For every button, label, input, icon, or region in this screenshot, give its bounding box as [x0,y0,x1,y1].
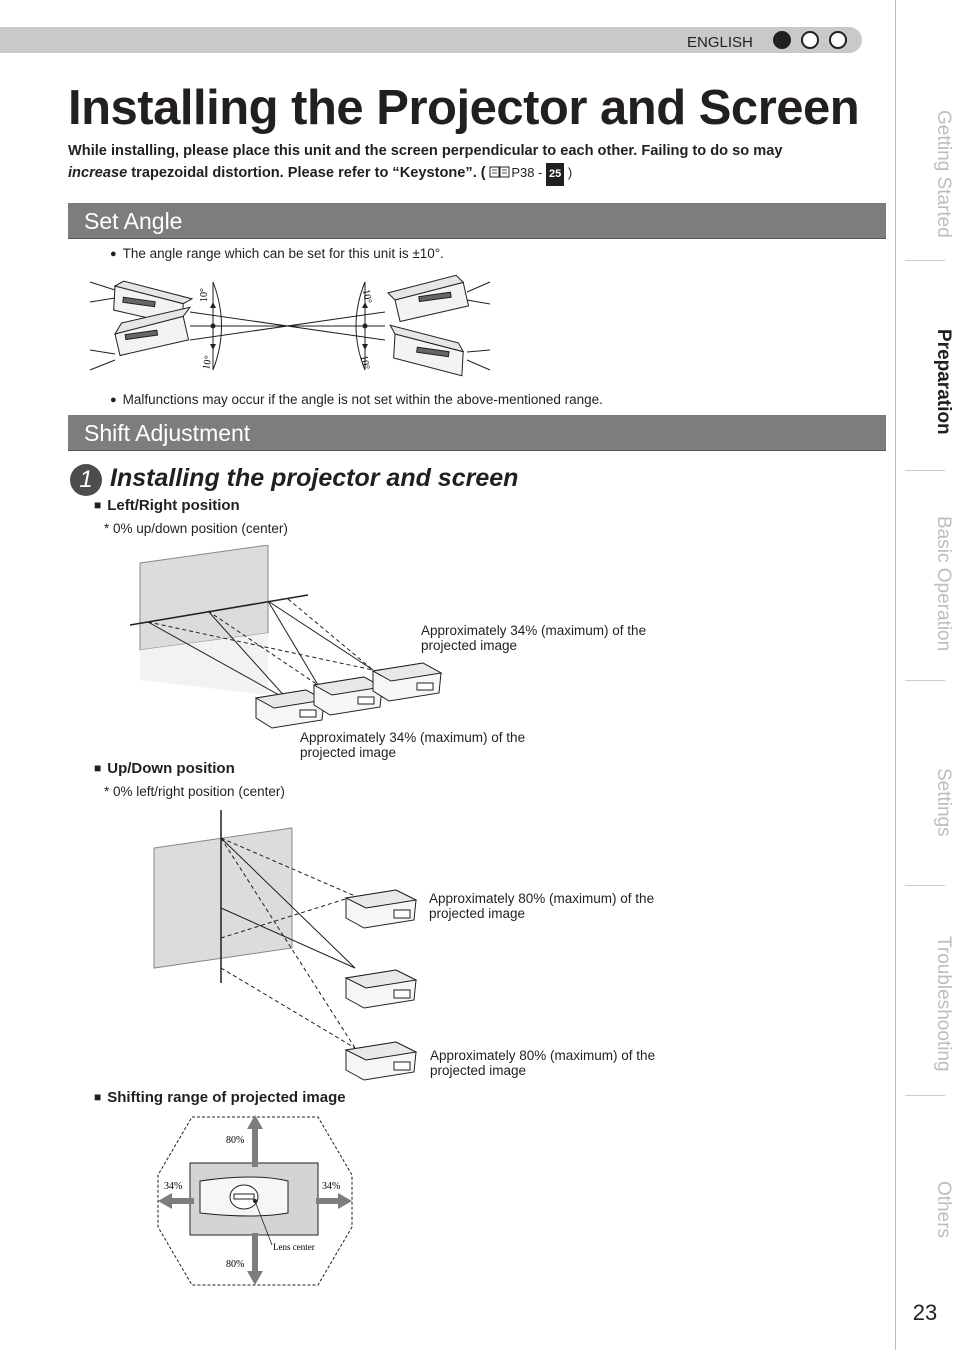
chapter-dot-filled [773,31,791,49]
section-heading: Shift Adjustment [84,420,251,446]
tab-troubleshooting[interactable]: Troubleshooting [933,936,954,1072]
page-title: Installing the Projector and Screen [68,81,860,135]
subhead-up-down: Up/Down position [94,760,234,777]
language-bar [0,27,862,53]
annotation-ud-bottom: Approximately 80% (maximum) of the proje… [430,1048,656,1078]
intro-line1: While installing, please place this unit… [68,143,783,159]
angle-label: 10° [199,288,210,302]
ref-close: ) [564,165,573,180]
intro-italic: increase [68,165,128,181]
annotation-lr-bottom: Approximately 34% (maximum) of the proje… [300,730,526,760]
intro-line2: trapezoidal distortion. Please refer to … [127,165,486,181]
tab-others[interactable]: Others [933,1181,954,1239]
chapter-dot-empty [801,31,819,49]
book-icon [489,166,510,178]
section-heading: Set Angle [84,208,183,234]
range-bottom-label: 80% [226,1259,244,1270]
pivot-point [362,323,368,329]
tab-divider [905,470,945,471]
annotation-ud-top: Approximately 80% (maximum) of the proje… [429,891,655,921]
step-number: 1 [70,464,102,496]
projector-front-icon [199,1176,289,1217]
tab-divider [905,885,945,886]
angle-label: 10° [360,289,373,305]
subhead-shifting-range: Shifting range of projected image [94,1089,345,1106]
bullet-malfunction: Malfunctions may occur if the angle is n… [110,392,603,407]
up-down-diagram [153,810,418,1081]
subhead-left-right: Left/Right position [94,497,239,514]
tab-getting-started[interactable]: Getting Started [933,110,954,238]
section-set-angle: Set Angle [68,203,886,239]
tab-divider [905,260,945,261]
lens-center-label: Lens center [273,1242,315,1252]
tab-basic-operation[interactable]: Basic Operation [933,516,954,652]
tab-preparation[interactable]: Preparation [933,329,954,435]
note-left-right: * 0% up/down position (center) [104,521,288,536]
section-shift-adjustment: Shift Adjustment [68,415,886,451]
chapter-dot-empty [829,31,847,49]
pivot-point [210,323,216,329]
tab-divider [905,1095,945,1096]
page-box[interactable]: 25 [546,163,565,186]
tab-settings[interactable]: Settings [933,767,954,837]
range-right-label: 34% [322,1181,340,1192]
step-title: Installing the projector and screen [110,464,519,492]
left-right-diagram [129,545,443,729]
angle-label: 10° [201,355,214,371]
chapter-tabs [895,0,954,1350]
note-up-down: * 0% left/right position (center) [104,784,285,799]
intro-paragraph: While installing, please place this unit… [68,141,868,186]
language-label: ENGLISH [687,34,753,51]
tab-divider [905,680,945,681]
range-left-label: 34% [164,1181,182,1192]
annotation-lr-top: Approximately 34% (maximum) of the proje… [421,623,647,653]
bullet-angle-range: The angle range which can be set for thi… [110,246,444,261]
angle-diagram: 10° 10° 10° 10° [89,274,491,377]
shift-range-diagram: 80% 80% 34% 34% Lens center [157,1115,353,1286]
angle-label: 10° [358,355,371,371]
page-reference: P38 - [511,165,546,180]
page-number: 23 [912,1300,938,1325]
range-top-label: 80% [226,1135,244,1146]
